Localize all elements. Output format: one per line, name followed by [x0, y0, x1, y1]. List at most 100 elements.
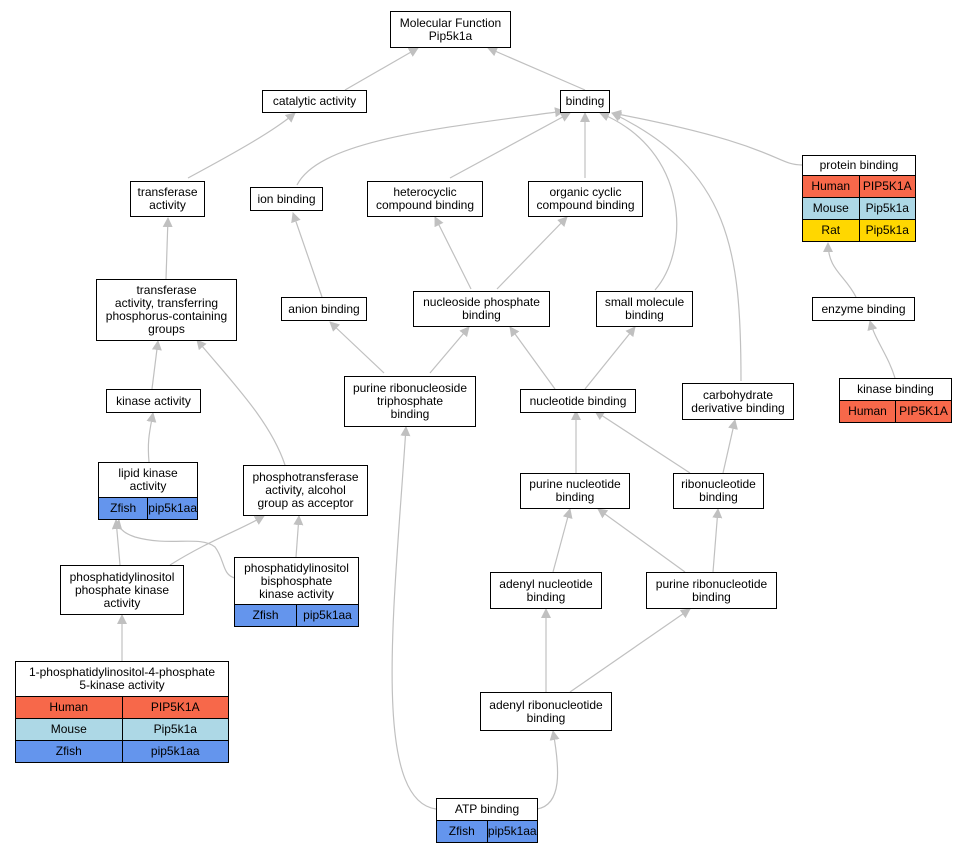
- species-cell: Zfish: [235, 605, 296, 626]
- species-cell: Human: [840, 401, 895, 422]
- edge-kinasebinding-to-enzyme: [867, 320, 896, 379]
- node-label: binding: [565, 94, 605, 108]
- node-adenyl-ribonucleotide-binding[interactable]: adenyl ribonucleotide binding: [480, 692, 612, 731]
- species-cell: Human: [803, 176, 859, 197]
- node-transferase-transferring-phosphorus[interactable]: transferase activity, transferring phosp…: [96, 279, 237, 341]
- gene-cell: Pip5k1a: [858, 220, 915, 241]
- node-label: phosphatidylinositol phosphate kinase ac…: [69, 569, 175, 610]
- node-purine-ribonucleoside-triphosphate-binding[interactable]: purine ribonucleoside triphosphate bindi…: [344, 376, 476, 427]
- node-label: purine nucleotide binding: [529, 477, 621, 504]
- node-molecular-function[interactable]: Molecular Function Pip5k1a: [390, 11, 511, 48]
- node-label: catalytic activity: [272, 94, 357, 108]
- edge-ribonuc-to-carbohydrate: [722, 419, 738, 474]
- species-cell: Zfish: [16, 741, 122, 762]
- node-nucleoside-phosphate-binding[interactable]: nucleoside phosphate binding: [413, 291, 550, 327]
- node-label: organic cyclic compound binding: [536, 185, 635, 212]
- gene-cell: PIP5K1A: [121, 697, 228, 718]
- node-label: lipid kinase activity: [118, 466, 178, 493]
- edge-ion-to-binding: [296, 107, 565, 186]
- edge-anion-to-ion: [291, 212, 323, 298]
- node-enzyme-binding[interactable]: enzyme binding: [812, 297, 915, 321]
- edge-atp-to-adenylribo: [536, 730, 560, 810]
- species-cell: Rat: [803, 220, 859, 241]
- node-transferase-activity[interactable]: transferase activity: [130, 181, 205, 217]
- node-anion-binding[interactable]: anion binding: [281, 297, 367, 321]
- edge-atp-to-rntp: [391, 426, 437, 810]
- node-phosphotransferase-alcohol-acceptor[interactable]: phosphotransferase activity, alcohol gro…: [243, 465, 368, 516]
- node-purine-ribonucleotide-binding[interactable]: purine ribonucleotide binding: [646, 572, 777, 609]
- node-phosphatidylinositol-bisphosphate-kinase-activity[interactable]: phosphatidylinositol bisphosphate kinase…: [234, 557, 359, 627]
- edge-binding-to-mf: [487, 46, 586, 91]
- node-small-molecule-binding[interactable]: small molecule binding: [596, 291, 693, 327]
- edge-kinaseactivity-to-transferasep: [151, 340, 162, 390]
- node-label: purine ribonucleotide binding: [655, 576, 768, 604]
- node-label: anion binding: [288, 301, 360, 316]
- edge-heterocyclic-to-binding: [449, 112, 571, 179]
- edge-rntp-to-nucphos: [429, 326, 470, 374]
- node-label: purine ribonucleoside triphosphate bindi…: [352, 381, 468, 421]
- gene-cell: pip5k1aa: [486, 821, 537, 842]
- edge-pibis-to-lipidkinase: [112, 519, 236, 579]
- node-label: nucleotide binding: [529, 393, 627, 408]
- species-cell: Mouse: [16, 719, 122, 740]
- edge-protein-to-binding: [611, 109, 803, 166]
- node-purine-nucleotide-binding[interactable]: purine nucleotide binding: [520, 473, 630, 509]
- node-label: adenyl ribonucleotide binding: [489, 697, 603, 725]
- node-label: small molecule binding: [604, 295, 685, 322]
- edge-nucphos-to-organiccyclic: [496, 216, 568, 290]
- edge-rntp-to-anion: [329, 321, 385, 374]
- node-adenyl-nucleotide-binding[interactable]: adenyl nucleotide binding: [490, 572, 602, 609]
- edge-adenylribo-to-purribo: [569, 608, 691, 693]
- edge-pibis-to-phosphotrans: [293, 515, 304, 558]
- node-label: protein binding: [819, 158, 899, 172]
- species-cell: Zfish: [437, 821, 487, 842]
- edge-ribonuc-to-nucbinding: [594, 410, 691, 474]
- node-label: transferase activity, transferring phosp…: [105, 283, 228, 336]
- node-carbohydrate-derivative-binding[interactable]: carbohydrate derivative binding: [682, 383, 794, 420]
- node-label: ribonucleotide binding: [681, 477, 756, 504]
- node-label: kinase activity: [116, 393, 191, 408]
- gene-cell: PIP5K1A: [858, 176, 915, 197]
- gene-cell: Pip5k1a: [121, 719, 228, 740]
- node-label: transferase activity: [137, 185, 198, 212]
- gene-cell: Pip5k1a: [858, 198, 915, 219]
- node-kinase-activity[interactable]: kinase activity: [106, 389, 201, 413]
- edge-enzyme-to-protein: [823, 242, 857, 298]
- gene-cell: PIP5K1A: [895, 401, 951, 422]
- edge-carbohydrate-to-binding: [611, 112, 742, 382]
- edge-lipidkinase-to-kinaseactivity: [146, 412, 157, 463]
- node-label: enzyme binding: [821, 301, 906, 316]
- node-binding[interactable]: binding: [560, 90, 610, 113]
- node-label: nucleoside phosphate binding: [423, 295, 540, 322]
- node-label: Molecular Function Pip5k1a: [399, 15, 502, 43]
- node-ribonucleotide-binding[interactable]: ribonucleotide binding: [673, 473, 764, 509]
- edge-transferase-to-catalytic: [187, 112, 296, 179]
- node-heterocyclic-compound-binding[interactable]: heterocyclic compound binding: [367, 181, 483, 217]
- node-organic-cyclic-compound-binding[interactable]: organic cyclic compound binding: [528, 181, 643, 217]
- species-cell: Human: [16, 697, 122, 718]
- edge-nucbinding-to-smallmolecule: [584, 326, 636, 390]
- edge-purribo-to-ribonuc: [712, 508, 723, 573]
- node-label: 1-phosphatidylinositol-4-phosphate 5-kin…: [28, 665, 216, 692]
- edge-smallmolecule-to-binding: [599, 111, 678, 291]
- node-ion-binding[interactable]: ion binding: [250, 187, 323, 211]
- node-label: phosphatidylinositol bisphosphate kinase…: [244, 560, 349, 601]
- node-nucleotide-binding[interactable]: nucleotide binding: [520, 389, 636, 413]
- node-phosphatidylinositol-phosphate-kinase-activity[interactable]: phosphatidylinositol phosphate kinase ac…: [60, 565, 184, 615]
- node-catalytic-activity[interactable]: catalytic activity: [262, 90, 367, 113]
- node-pi4p-5-kinase-activity[interactable]: 1-phosphatidylinositol-4-phosphate 5-kin…: [15, 661, 229, 763]
